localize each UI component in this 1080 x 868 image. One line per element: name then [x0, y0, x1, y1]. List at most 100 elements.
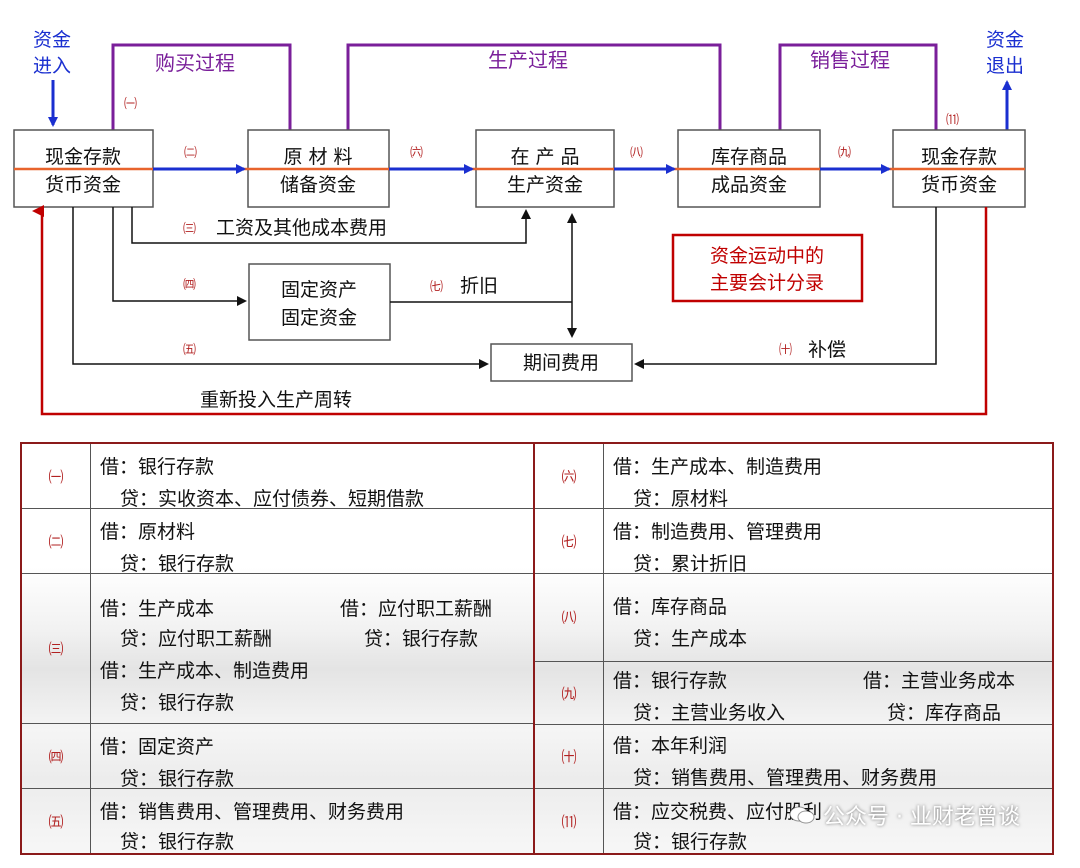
box-fixed-line2: 固定资金	[281, 307, 357, 329]
reinvest-label: 重新投入生产周转	[200, 389, 352, 411]
box-period-text: 期间费用	[523, 352, 599, 374]
label-n1: ㈠	[124, 97, 137, 112]
entry-debit: 借：制造费用、管理费用	[613, 521, 823, 543]
box-cash-in-line1: 现金存款	[45, 146, 121, 168]
box-cash-out-line2: 货币资金	[921, 174, 997, 196]
entry-debit: 借：销售费用、管理费用、财务费用	[100, 801, 405, 823]
box-cash-in-line2: 货币资金	[45, 174, 121, 196]
entry-credit: 贷：银行存款	[120, 768, 235, 790]
entry-debit: 借：原材料	[100, 521, 196, 543]
fund-flow-diagram: 资金 进入 资金 退出 购买过程 生产过程 销售过程 ㈠ ⑾ ㈡ ㈥ ㈧ ㈨ 现…	[13, 29, 1026, 416]
entry-debit: 借：固定资产	[100, 736, 215, 758]
note-box	[671, 233, 864, 303]
fund-in-label-2: 进入	[33, 55, 71, 77]
box-wip-line1: 在 产 品	[510, 146, 579, 168]
entry-debit: 借：银行存款	[100, 456, 215, 478]
entry-debit: 借：银行存款	[613, 670, 728, 692]
arrow-fixed-assets	[112, 207, 247, 306]
entry-row-8: ㈧ 借：库存商品 贷：生产成本	[535, 574, 1052, 662]
purchase-process-line	[111, 43, 292, 130]
entry-number: ㈤	[22, 789, 91, 853]
entry-credit: 贷：主营业务收入	[633, 702, 786, 724]
arrow-period-expense	[72, 207, 489, 369]
entry-credit: 贷：实收资本、应付债券、短期借款	[120, 488, 425, 510]
entry-number: ㈥	[535, 444, 604, 508]
entry-row-11: ⑾ 借：应交税费、应付股利 贷：银行存款	[535, 789, 1052, 853]
box-goods-line2: 成品资金	[711, 174, 787, 196]
entry-debit: 借：应付职工薪酬	[340, 598, 493, 620]
box-fixed	[248, 263, 391, 341]
label-n9: ㈨	[838, 146, 851, 161]
entry-credit: 贷：银行存款	[120, 831, 235, 853]
sales-process-label: 销售过程	[810, 48, 890, 72]
entry-credit: 贷：销售费用、管理费用、财务费用	[633, 767, 938, 789]
entry-number: ㈣	[22, 724, 91, 788]
compensation-label: 补偿	[808, 339, 846, 361]
box-goods-line1: 库存商品	[711, 146, 787, 168]
label-n11: ⑾	[946, 113, 959, 128]
entry-row-9: ㈨ 借：银行存款 借：主营业务成本 贷：主营业务收入 贷：库存商品	[535, 662, 1052, 725]
entry-credit: 贷：银行存款	[633, 831, 748, 853]
label-n5: ㈤	[183, 343, 196, 358]
label-n8: ㈧	[630, 146, 643, 161]
entry-row-6: ㈥ 借：生产成本、制造费用 贷：原材料	[535, 444, 1052, 510]
entry-number: ㈦	[535, 509, 604, 573]
entry-debit: 借：本年利润	[613, 735, 728, 757]
depreciation-label: 折旧	[460, 275, 498, 297]
entry-credit: 贷：累计折旧	[633, 553, 748, 575]
entry-credit: 贷：银行存款	[120, 692, 235, 714]
arrow-compensation	[634, 207, 937, 369]
journal-entries-table: ㈠ 借：银行存款 贷：实收资本、应付债券、短期借款 ㈡ 借：原材料 贷：银行存款…	[20, 442, 1054, 855]
entry-credit: 贷：库存商品	[887, 702, 1002, 724]
entry-number: ㈢	[22, 574, 91, 723]
entry-credit: 贷：银行存款	[364, 628, 479, 650]
box-cash-out-line1: 现金存款	[921, 146, 997, 168]
note-line2: 主要会计分录	[710, 272, 824, 294]
fund-out-label-2: 退出	[986, 55, 1024, 77]
label-n4: ㈣	[183, 278, 196, 293]
box-wip-line2: 生产资金	[507, 174, 583, 196]
entry-row-4: ㈣ 借：固定资产 贷：银行存款	[22, 724, 533, 790]
reinvest-line	[32, 205, 988, 416]
entry-row-7: ㈦ 借：制造费用、管理费用 贷：累计折旧	[535, 509, 1052, 575]
fund-out-label-1: 资金	[986, 29, 1024, 51]
box-materials-line1: 原 材 料	[283, 146, 352, 168]
entry-row-2: ㈡ 借：原材料 贷：银行存款	[22, 509, 533, 575]
entry-row-3: ㈢ 借：生产成本 借：应付职工薪酬 贷：应付职工薪酬 贷：银行存款 借：生产成本…	[22, 574, 533, 724]
sales-process-line	[778, 43, 938, 130]
label-n10: ㈩	[779, 342, 792, 358]
entry-debit: 借：主营业务成本	[863, 670, 1016, 692]
note-line1: 资金运动中的	[710, 245, 824, 267]
entry-number: ㈧	[535, 574, 604, 661]
wechat-icon	[789, 806, 815, 824]
entry-debit: 借：应交税费、应付股利	[613, 801, 823, 823]
production-process-label: 生产过程	[488, 48, 568, 72]
production-process-line	[346, 43, 722, 130]
entries-right-column: ㈥ 借：生产成本、制造费用 贷：原材料 ㈦ 借：制造费用、管理费用 贷：累计折旧…	[535, 444, 1052, 853]
entry-credit: 贷：原材料	[633, 488, 729, 510]
entry-debit: 借：生产成本、制造费用	[100, 660, 310, 682]
arrow-wages	[131, 207, 531, 244]
entry-number: ⑾	[535, 789, 604, 853]
label-n2: ㈡	[184, 146, 197, 161]
entry-credit: 贷：银行存款	[120, 553, 235, 575]
entry-debit: 借：生产成本	[100, 598, 215, 620]
entry-debit: 借：生产成本、制造费用	[613, 456, 823, 478]
fund-in-label-1: 资金	[33, 29, 71, 51]
entry-number: ㈨	[535, 662, 604, 724]
entry-row-1: ㈠ 借：银行存款 贷：实收资本、应付债券、短期借款	[22, 444, 533, 510]
entry-row-5: ㈤ 借：销售费用、管理费用、财务费用 贷：银行存款	[22, 789, 533, 853]
entry-number: ㈠	[22, 444, 91, 508]
box-materials-line2: 储备资金	[280, 174, 356, 196]
label-n7: ㈦	[430, 280, 443, 295]
purchase-process-label: 购买过程	[155, 51, 235, 75]
entries-left-column: ㈠ 借：银行存款 贷：实收资本、应付债券、短期借款 ㈡ 借：原材料 贷：银行存款…	[22, 444, 535, 853]
entry-row-10: ㈩ 借：本年利润 贷：销售费用、管理费用、财务费用	[535, 725, 1052, 789]
wages-label: 工资及其他成本费用	[216, 217, 387, 239]
box-fixed-line1: 固定资产	[281, 279, 357, 301]
entry-credit: 贷：生产成本	[633, 628, 748, 650]
entry-number: ㈩	[535, 725, 604, 788]
watermark-text: 公众号 · 业财老曾谈	[823, 805, 1020, 830]
entry-debit: 借：库存商品	[613, 596, 728, 618]
label-n6: ㈥	[410, 146, 423, 161]
